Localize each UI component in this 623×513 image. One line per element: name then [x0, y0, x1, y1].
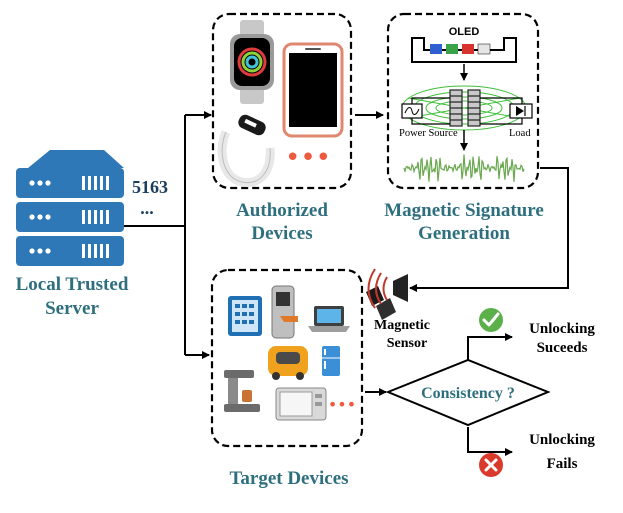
arrow-to-success — [467, 333, 513, 360]
robot-vacuum-icon — [268, 346, 308, 380]
magnetic-signal-waveform — [403, 154, 525, 182]
sensor-label-line1: Magnetic — [374, 318, 430, 333]
smartwatch-icon — [230, 20, 274, 104]
failure-label-line2: Fails — [547, 456, 578, 472]
power-source-label: Power Source — [399, 128, 458, 139]
signature-label-line2: Generation — [418, 223, 510, 244]
load-label: Load — [509, 128, 531, 139]
oled-label: OLED — [449, 26, 480, 38]
power-source-icon — [401, 103, 423, 119]
server-id-number: 5163 — [132, 177, 168, 197]
connector-lines — [124, 111, 569, 456]
authorized-label-line1: Authorized — [236, 200, 328, 221]
target-devices-box — [210, 268, 364, 448]
smartphone-icon — [282, 42, 344, 138]
transformer-coil-icon — [449, 89, 481, 127]
target-devices-label: Target Devices — [229, 468, 348, 489]
check-circle-icon — [479, 308, 503, 332]
target-more-dots: ••• — [328, 395, 356, 414]
arrow-to-failure — [467, 427, 513, 456]
server-id-ellipsis: ... — [140, 198, 154, 218]
magnetic-signature-box — [386, 12, 540, 190]
smart-door-lock-icon — [271, 285, 298, 339]
load-diode-icon — [509, 103, 533, 119]
consistency-decision-diamond — [385, 358, 551, 427]
cross-circle-icon — [479, 453, 503, 477]
server-rack-icon — [16, 150, 124, 266]
fridge-icon — [322, 346, 340, 376]
failure-label-line1: Unlocking — [529, 432, 595, 448]
fitness-band-icon — [217, 114, 275, 187]
server-label-line1: Local Trusted — [16, 274, 129, 295]
authorized-devices-box — [211, 12, 353, 190]
authorized-label-line2: Devices — [251, 223, 312, 244]
circuit-wires — [411, 97, 523, 125]
authorized-more-dots: ••• — [285, 143, 331, 173]
success-label-line1: Unlocking — [529, 321, 595, 337]
decision-label: Consistency ? — [421, 385, 515, 402]
success-label-line2: Suceeds — [537, 340, 588, 356]
server-label-line2: Server — [45, 298, 99, 319]
signature-label-line1: Magnetic Signature — [384, 200, 544, 221]
signal-to-sensor-line — [409, 167, 569, 292]
laptop-icon — [308, 306, 350, 332]
sensor-label-line2: Sensor — [387, 336, 427, 351]
microwave-icon — [275, 387, 327, 421]
coffee-machine-icon — [224, 370, 260, 412]
keypad-panel-icon — [228, 296, 262, 336]
oled-panel-icon: OLED — [411, 26, 517, 63]
magnetic-sensor-icon — [366, 268, 408, 320]
